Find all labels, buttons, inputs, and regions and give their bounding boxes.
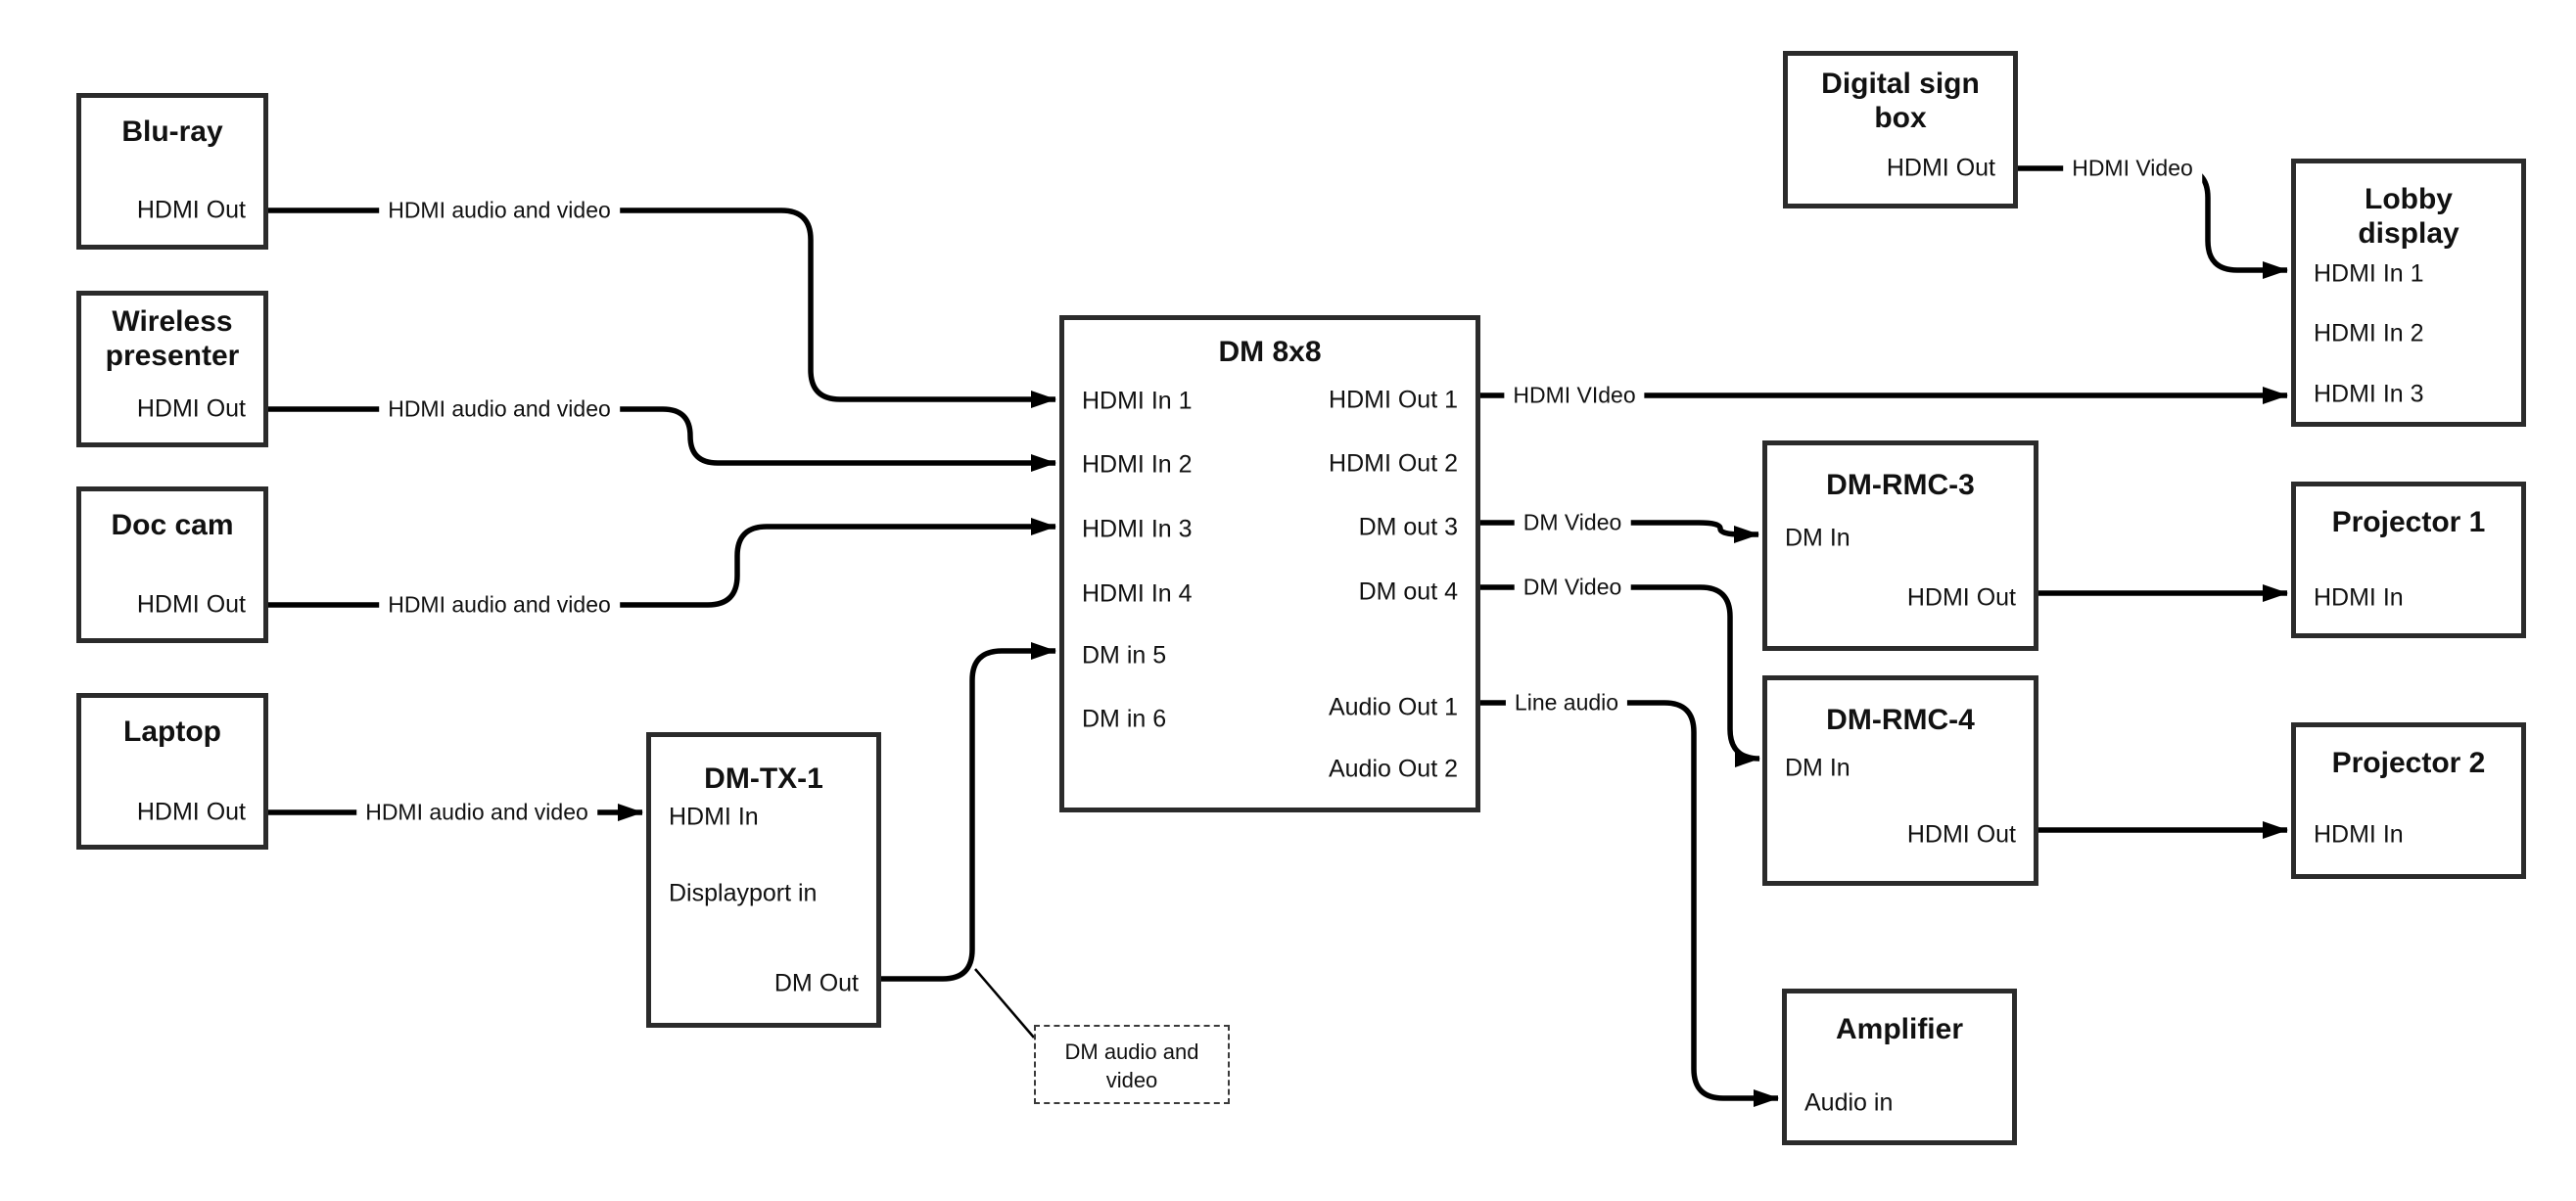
node-lobby-display: Lobby display HDMI In 1 HDMI In 2 HDMI I… — [2291, 159, 2526, 427]
rmc3-port-dm-in: DM In — [1785, 524, 1850, 552]
signbox-port-hdmi-out: HDMI Out — [1886, 154, 1995, 182]
wire-label-wireless: HDMI audio and video — [379, 393, 620, 425]
dmtx-port-dm-out: DM Out — [773, 969, 859, 997]
lobby-port-hdmi-in-3: HDMI In 3 — [2314, 380, 2424, 408]
annotation-leader-line — [974, 968, 1035, 1039]
dm8x8-port-hdmi-in-2: HDMI In 2 — [1082, 450, 1193, 479]
dm8x8-port-hdmi-out-1: HDMI Out 1 — [1329, 386, 1458, 414]
dm8x8-port-audio-out-2: Audio Out 2 — [1328, 755, 1458, 783]
node-projector-2: Projector 2 HDMI In — [2291, 722, 2526, 879]
node-doc-cam-title: Doc cam — [111, 509, 234, 541]
node-digital-sign-box: Digital sign box HDMI Out — [1783, 51, 2018, 208]
node-laptop: Laptop HDMI Out — [76, 693, 268, 850]
node-dm-rmc-3-title: DM-RMC-3 — [1826, 469, 1975, 501]
wire-dm8x8-out3-to-rmc3 — [1480, 520, 1759, 543]
dm8x8-port-hdmi-in-1: HDMI In 1 — [1082, 387, 1193, 415]
node-wireless-presenter-title: Wireless presenter — [105, 305, 240, 372]
node-bluray-title: Blu-ray — [121, 115, 223, 148]
node-lobby-display-title: Lobby display — [2358, 183, 2459, 250]
node-bluray: Blu-ray HDMI Out — [76, 93, 268, 250]
node-doc-cam: Doc cam HDMI Out — [76, 486, 268, 643]
node-dm-rmc-3: DM-RMC-3 DM In HDMI Out — [1762, 440, 2038, 651]
dm8x8-port-audio-out-1: Audio Out 1 — [1328, 693, 1458, 721]
node-dm-rmc-4-title: DM-RMC-4 — [1826, 704, 1975, 736]
node-digital-sign-box-title: Digital sign box — [1821, 68, 1980, 134]
projector2-port-hdmi-in: HDMI In — [2314, 820, 2404, 849]
rmc3-port-hdmi-out: HDMI Out — [1906, 583, 2016, 612]
node-amplifier-title: Amplifier — [1835, 1013, 1964, 1045]
wireless-port-hdmi-out: HDMI Out — [136, 394, 246, 423]
dmtx-port-hdmi-in: HDMI In — [669, 803, 759, 831]
laptop-port-hdmi-out: HDMI Out — [136, 798, 246, 826]
wire-dm8x8-out4-to-rmc4 — [1480, 584, 1760, 767]
lobby-port-hdmi-in-1: HDMI In 1 — [2314, 259, 2424, 288]
wire-label-dm-out3: DM Video — [1514, 507, 1631, 538]
bluray-port-hdmi-out: HDMI Out — [136, 196, 246, 224]
wire-label-sign: HDMI Video — [2063, 153, 2202, 184]
wire-label-hdmi-out1: HDMI VIdeo — [1504, 380, 1645, 411]
node-dm-8x8: DM 8x8 HDMI In 1 HDMI In 2 HDMI In 3 HDM… — [1059, 315, 1480, 812]
dm8x8-port-hdmi-out-2: HDMI Out 2 — [1329, 449, 1458, 478]
dm8x8-port-dm-out-4: DM out 4 — [1358, 577, 1458, 606]
wire-label-laptop: HDMI audio and video — [356, 797, 597, 828]
projector1-port-hdmi-in: HDMI In — [2314, 583, 2404, 612]
node-projector-2-title: Projector 2 — [2331, 747, 2486, 779]
wire-wireless-to-dm8x8-in2 — [268, 406, 1056, 472]
dm8x8-port-dm-in-5: DM in 5 — [1082, 641, 1167, 670]
node-dm-tx-1-title: DM-TX-1 — [704, 762, 823, 795]
wire-label-dm-out4: DM Video — [1514, 572, 1631, 603]
dm8x8-port-hdmi-in-4: HDMI In 4 — [1082, 579, 1193, 608]
dmtx-port-displayport-in: Displayport in — [669, 879, 818, 907]
node-dm-rmc-4: DM-RMC-4 DM In HDMI Out — [1762, 675, 2038, 886]
annotation-dm-audio-video: DM audio and video — [1034, 1025, 1230, 1104]
wire-doccam-to-dm8x8-in3 — [268, 518, 1056, 608]
wire-dmtx-dmout-to-dm8x8-in5 — [881, 642, 1056, 982]
node-projector-1-title: Projector 1 — [2331, 506, 2486, 538]
dm8x8-port-dm-in-6: DM in 6 — [1082, 705, 1167, 733]
lobby-port-hdmi-in-2: HDMI In 2 — [2314, 319, 2424, 347]
wire-signbox-to-lobby-in1 — [2018, 165, 2288, 279]
node-dm-tx-1: DM-TX-1 HDMI In Displayport in DM Out — [646, 732, 881, 1028]
node-wireless-presenter: Wireless presenter HDMI Out — [76, 291, 268, 447]
wire-bluray-to-dm8x8-in1 — [268, 208, 1056, 408]
dm8x8-port-hdmi-in-3: HDMI In 3 — [1082, 515, 1193, 543]
node-projector-1: Projector 1 HDMI In — [2291, 482, 2526, 638]
node-amplifier: Amplifier Audio in — [1782, 989, 2017, 1145]
wire-label-bluray: HDMI audio and video — [379, 195, 620, 226]
rmc4-port-hdmi-out: HDMI Out — [1906, 820, 2016, 849]
wire-label-doccam: HDMI audio and video — [379, 589, 620, 621]
amplifier-port-audio-in: Audio in — [1804, 1088, 1894, 1117]
rmc4-port-dm-in: DM In — [1785, 754, 1850, 782]
node-dm-8x8-title: DM 8x8 — [1218, 336, 1322, 368]
wire-dm8x8-audio1-to-amplifier — [1480, 700, 1779, 1107]
dm8x8-port-dm-out-3: DM out 3 — [1358, 513, 1458, 541]
node-laptop-title: Laptop — [123, 716, 221, 748]
wire-label-audio-out1: Line audio — [1505, 687, 1628, 718]
doccam-port-hdmi-out: HDMI Out — [136, 590, 246, 619]
